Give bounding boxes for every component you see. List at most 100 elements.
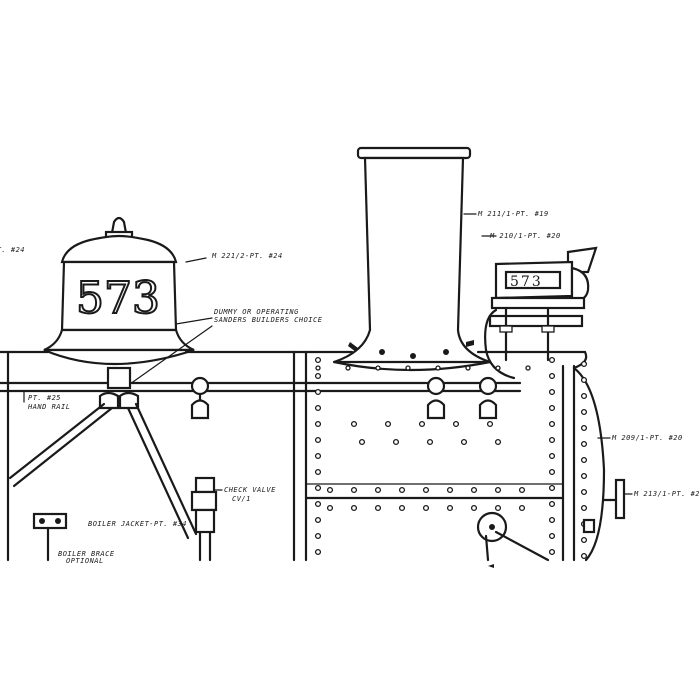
rivet <box>548 500 556 508</box>
rivet <box>460 438 468 446</box>
rivet <box>525 365 531 371</box>
headlight-number: 573 <box>510 274 543 290</box>
rivet <box>422 486 430 494</box>
rivet <box>314 436 322 444</box>
rivet <box>405 365 411 371</box>
rivet <box>374 504 382 512</box>
rivet <box>314 452 322 460</box>
label-sanders-line2: SANDERS BUILDERS CHOICE <box>214 316 323 324</box>
rivet <box>580 504 588 512</box>
rivets <box>314 356 588 560</box>
rivet <box>494 486 502 494</box>
rivet <box>548 388 556 396</box>
rivet <box>548 436 556 444</box>
label-left-part: PT. #24 <box>0 246 25 254</box>
label-hand-rail-line2: HAND RAIL <box>27 403 70 411</box>
rivet <box>580 456 588 464</box>
rivet <box>398 486 406 494</box>
rivet <box>345 365 351 371</box>
rivet <box>314 372 322 380</box>
rivet <box>580 376 588 384</box>
rivet <box>435 365 441 371</box>
rivet <box>548 404 556 412</box>
rivet <box>494 438 502 446</box>
rivet <box>314 468 322 476</box>
annotations: PT. #24 M 221/2-PT. #24 DUMMY OR OPERATI… <box>0 210 700 565</box>
rivet <box>580 472 588 480</box>
rivet <box>470 504 478 512</box>
rivet <box>314 404 322 412</box>
label-boiler-brace-line2: OPTIONAL <box>66 557 104 565</box>
rivet <box>548 420 556 428</box>
rivet <box>548 516 556 524</box>
rivet <box>314 356 322 364</box>
smokestack <box>332 146 492 372</box>
label-boiler-jacket: BOILER JACKET-PT. #34 <box>88 520 187 528</box>
rivet <box>315 365 321 371</box>
rivet <box>494 504 502 512</box>
rivet <box>580 552 588 560</box>
sand-pipes <box>8 391 198 540</box>
label-check-valve-line1: CHECK VALVE <box>224 486 276 494</box>
rivet <box>548 372 556 380</box>
rivet <box>374 486 382 494</box>
label-headlight: M 210/1-PT. #20 <box>489 232 561 240</box>
rivet <box>418 420 426 428</box>
rivet <box>580 488 588 496</box>
rivet <box>452 420 460 428</box>
rivet <box>465 365 471 371</box>
rivet <box>326 486 334 494</box>
rivet <box>326 504 334 512</box>
boiler <box>0 350 606 562</box>
rivet <box>350 504 358 512</box>
rivet <box>314 516 322 524</box>
rivet <box>580 392 588 400</box>
rivet <box>580 360 588 368</box>
rivet <box>580 536 588 544</box>
leader-lines <box>23 213 633 495</box>
rivet <box>314 420 322 428</box>
rivet <box>314 484 322 492</box>
rivet <box>548 532 556 540</box>
rivet <box>486 420 494 428</box>
smokebox-crank <box>476 478 626 568</box>
label-boiler-brace-line1: BOILER BRACE <box>58 550 115 558</box>
label-stack: M 211/1-PT. #19 <box>477 210 549 218</box>
rivet <box>398 504 406 512</box>
rivet <box>518 504 526 512</box>
rivet <box>580 440 588 448</box>
rivet <box>580 408 588 416</box>
rivet <box>548 356 556 364</box>
rivet <box>350 420 358 428</box>
rivet <box>446 504 454 512</box>
bell-plate-number: 573 <box>76 273 160 324</box>
rivet <box>314 388 322 396</box>
rivet <box>580 424 588 432</box>
check-valve <box>190 476 218 562</box>
label-sanders-line1: DUMMY OR OPERATING <box>213 308 299 316</box>
sand-dome: 573 <box>43 216 195 366</box>
rivet <box>350 486 358 494</box>
label-hand-rail-line1: PT. #25 <box>28 394 61 402</box>
rivet <box>548 452 556 460</box>
rivet <box>470 486 478 494</box>
rivet <box>548 548 556 556</box>
rivet <box>392 438 400 446</box>
rivet <box>446 486 454 494</box>
boiler-brace <box>32 512 68 562</box>
rivet <box>422 504 430 512</box>
rivet <box>314 532 322 540</box>
rivet <box>314 500 322 508</box>
rivet <box>426 438 434 446</box>
label-smokebox-handle: M 213/1-PT. #20 <box>633 490 700 498</box>
handrail-stanchions <box>106 366 498 420</box>
rivet <box>495 365 501 371</box>
label-check-valve-line2: CV/1 <box>232 495 251 503</box>
rivet <box>384 420 392 428</box>
rivet <box>518 486 526 494</box>
label-smokebox-front: M 209/1-PT. #20 <box>611 434 683 442</box>
rivet <box>548 484 556 492</box>
rivet <box>358 438 366 446</box>
rivet <box>375 365 381 371</box>
